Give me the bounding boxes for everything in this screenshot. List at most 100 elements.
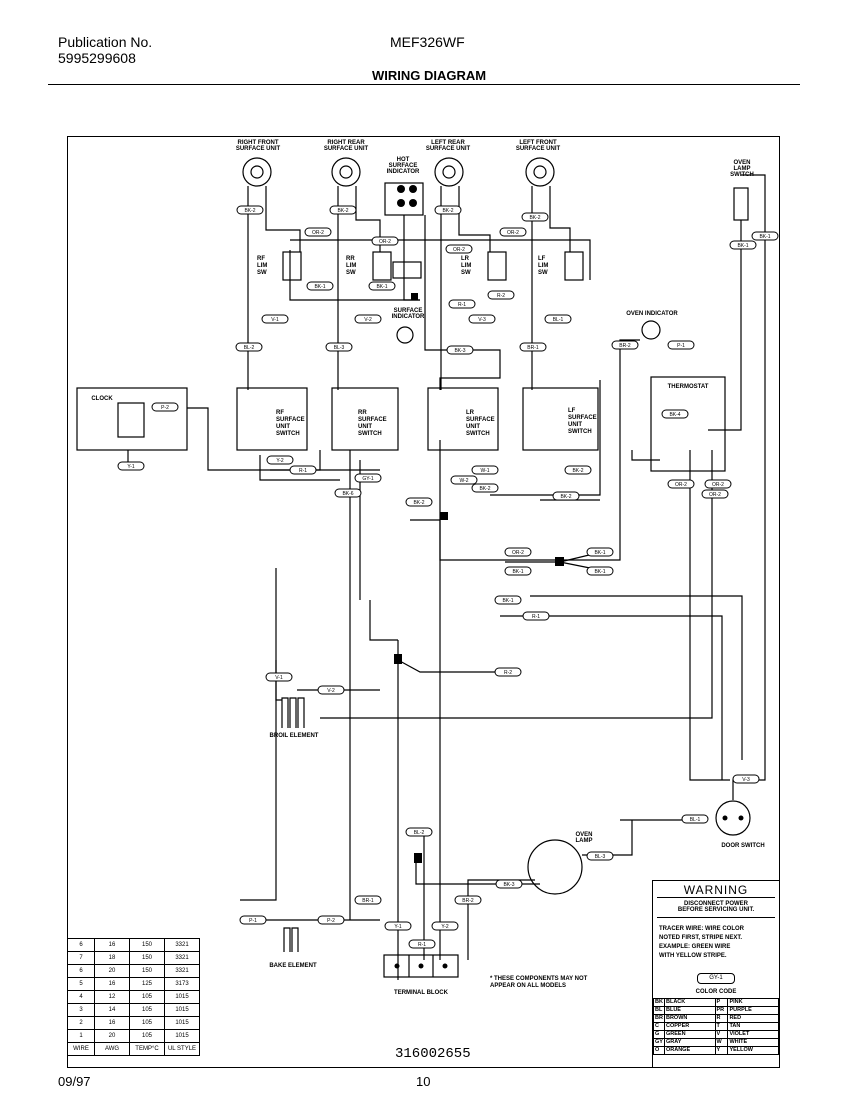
- wire-tag: BK-1: [586, 566, 614, 576]
- wire-tag-label: BL-1: [690, 817, 701, 823]
- wire-tag: BL-2: [405, 827, 433, 837]
- wire-tag: R-2: [494, 667, 522, 677]
- lf-switch-label: LF SURFACE UNIT SWITCH: [568, 408, 597, 435]
- wire-tag-label: OR-2: [507, 230, 519, 236]
- wire-tag: BK-2: [405, 497, 433, 507]
- oven-lamp-icon: [527, 839, 583, 895]
- wire-tag: OR-2: [701, 489, 729, 499]
- clock-label: CLOCK: [91, 396, 113, 402]
- wire-tag-label: Y-1: [394, 924, 402, 930]
- wire-tag-label: OR-2: [512, 550, 524, 556]
- lr-switch-label: LR SURFACE UNIT SWITCH: [466, 410, 495, 437]
- wire-tag-label: Y-1: [127, 464, 135, 470]
- surface-indicator-label: SURFACE INDICATOR: [391, 308, 425, 320]
- rf-switch-label: RF SURFACE UNIT SWITCH: [276, 410, 305, 437]
- wire-tag-label: BK-1: [512, 569, 523, 575]
- wire-tag-label: R-1: [418, 942, 426, 948]
- wire-tag: BK-6: [334, 488, 362, 498]
- bake-element-label: BAKE ELEMENT: [269, 963, 317, 969]
- wire-tag: OR-2: [445, 244, 473, 254]
- wire-tag: V-1: [261, 314, 289, 324]
- wire-tag: Y-2: [431, 921, 459, 931]
- wire-tag-label: BR-2: [619, 343, 631, 349]
- wire-tag: BK-3: [446, 345, 474, 355]
- wire-tag: R-1: [522, 611, 550, 621]
- wire-tag-label: V-3: [478, 317, 486, 323]
- wire-tag-label: R-1: [458, 302, 466, 308]
- lf-switch-box: [522, 387, 599, 451]
- wire-tag: BK-2: [434, 205, 462, 215]
- warning-box: WARNING DISCONNECT POWER BEFORE SERVICIN…: [652, 880, 780, 1068]
- rf-burner-icon: [242, 157, 272, 187]
- wire-tag: BR-1: [519, 342, 547, 352]
- wire-tag: BR-1: [354, 895, 382, 905]
- clock-box: [76, 387, 188, 451]
- wire-tag-label: BL-3: [334, 345, 345, 351]
- wire-tag-label: P-1: [249, 918, 257, 924]
- wire-tag: BR-2: [454, 895, 482, 905]
- wire-tag: Y-1: [384, 921, 412, 931]
- example-wire-tag: GY-1: [697, 973, 735, 984]
- wire-tag: BK-1: [751, 231, 779, 241]
- footer-date: 09/97: [58, 1074, 91, 1089]
- rr-switch-label: RR SURFACE UNIT SWITCH: [358, 410, 387, 437]
- wire-tag: BK-2: [552, 491, 580, 501]
- lr-surface-unit-label: LEFT REAR SURFACE UNIT: [425, 140, 471, 152]
- tracer-wire-note: TRACER WIRE: WIRE COLOR NOTED FIRST, STR…: [659, 926, 744, 959]
- wire-tag-label: BK-2: [479, 486, 490, 492]
- wire-tag: GY-1: [354, 473, 382, 483]
- wire-tag: BK-2: [521, 212, 549, 222]
- lf-lim-sw-label: LF LIM SW: [538, 256, 549, 276]
- wire-tag: BL-2: [235, 342, 263, 352]
- wire-tag-label: BR-1: [527, 345, 539, 351]
- wire-tag-label: BK-6: [342, 491, 353, 497]
- wire-tag: OR-2: [704, 479, 732, 489]
- wire-tag-label: BK-1: [594, 550, 605, 556]
- diagram-frame: [67, 136, 780, 1068]
- wire-tag: BR-2: [611, 340, 639, 350]
- wire-tag-label: V-3: [742, 777, 750, 783]
- header-rule: [48, 84, 800, 85]
- door-switch-label: DOOR SWITCH: [721, 843, 765, 849]
- lr-switch-box: [427, 387, 499, 451]
- wire-tag-label: OR-2: [312, 230, 324, 236]
- broil-element-label: BROIL ELEMENT: [269, 733, 319, 739]
- wire-tag-label: Y-2: [441, 924, 449, 930]
- wire-tag: W-1: [471, 465, 499, 475]
- wire-tag-label: BK-3: [503, 882, 514, 888]
- wire-tag: P-1: [667, 340, 695, 350]
- wire-tag-label: BK-3: [454, 348, 465, 354]
- lr-burner-icon: [434, 157, 464, 187]
- wire-tag: BK-2: [471, 483, 499, 493]
- wire-tag-label: OR-2: [709, 492, 721, 498]
- wire-tag: OR-2: [304, 227, 332, 237]
- wire-tag-label: P-2: [327, 918, 335, 924]
- wire-tag-label: OR-2: [712, 482, 724, 488]
- wire-tag: R-1: [448, 299, 476, 309]
- warning-text: DISCONNECT POWER BEFORE SERVICING UNIT.: [677, 901, 755, 913]
- model-number: MEF326WF: [390, 34, 465, 50]
- wire-tag-label: BK-2: [244, 208, 255, 214]
- color-code-title: COLOR CODE: [695, 989, 737, 995]
- wire-tag-label: BK-4: [669, 412, 680, 418]
- terminal-block-label: TERMINAL BLOCK: [394, 990, 448, 996]
- wire-tag: BK-2: [329, 205, 357, 215]
- wire-tag: BL-1: [681, 814, 709, 824]
- wire-tag: BK-2: [564, 465, 592, 475]
- wire-tag: OR-2: [504, 547, 532, 557]
- wire-tag-label: BL-1: [553, 317, 564, 323]
- wire-tag-label: BK-2: [560, 494, 571, 500]
- wire-tag-label: OR-2: [675, 482, 687, 488]
- hot-surface-indicator-label: HOT SURFACE INDICATOR: [386, 157, 420, 175]
- oven-lamp-switch-icon: [733, 187, 749, 221]
- wire-tag: BL-3: [325, 342, 353, 352]
- wire-tag-label: BK-1: [314, 284, 325, 290]
- wire-tag-label: Y-2: [276, 458, 284, 464]
